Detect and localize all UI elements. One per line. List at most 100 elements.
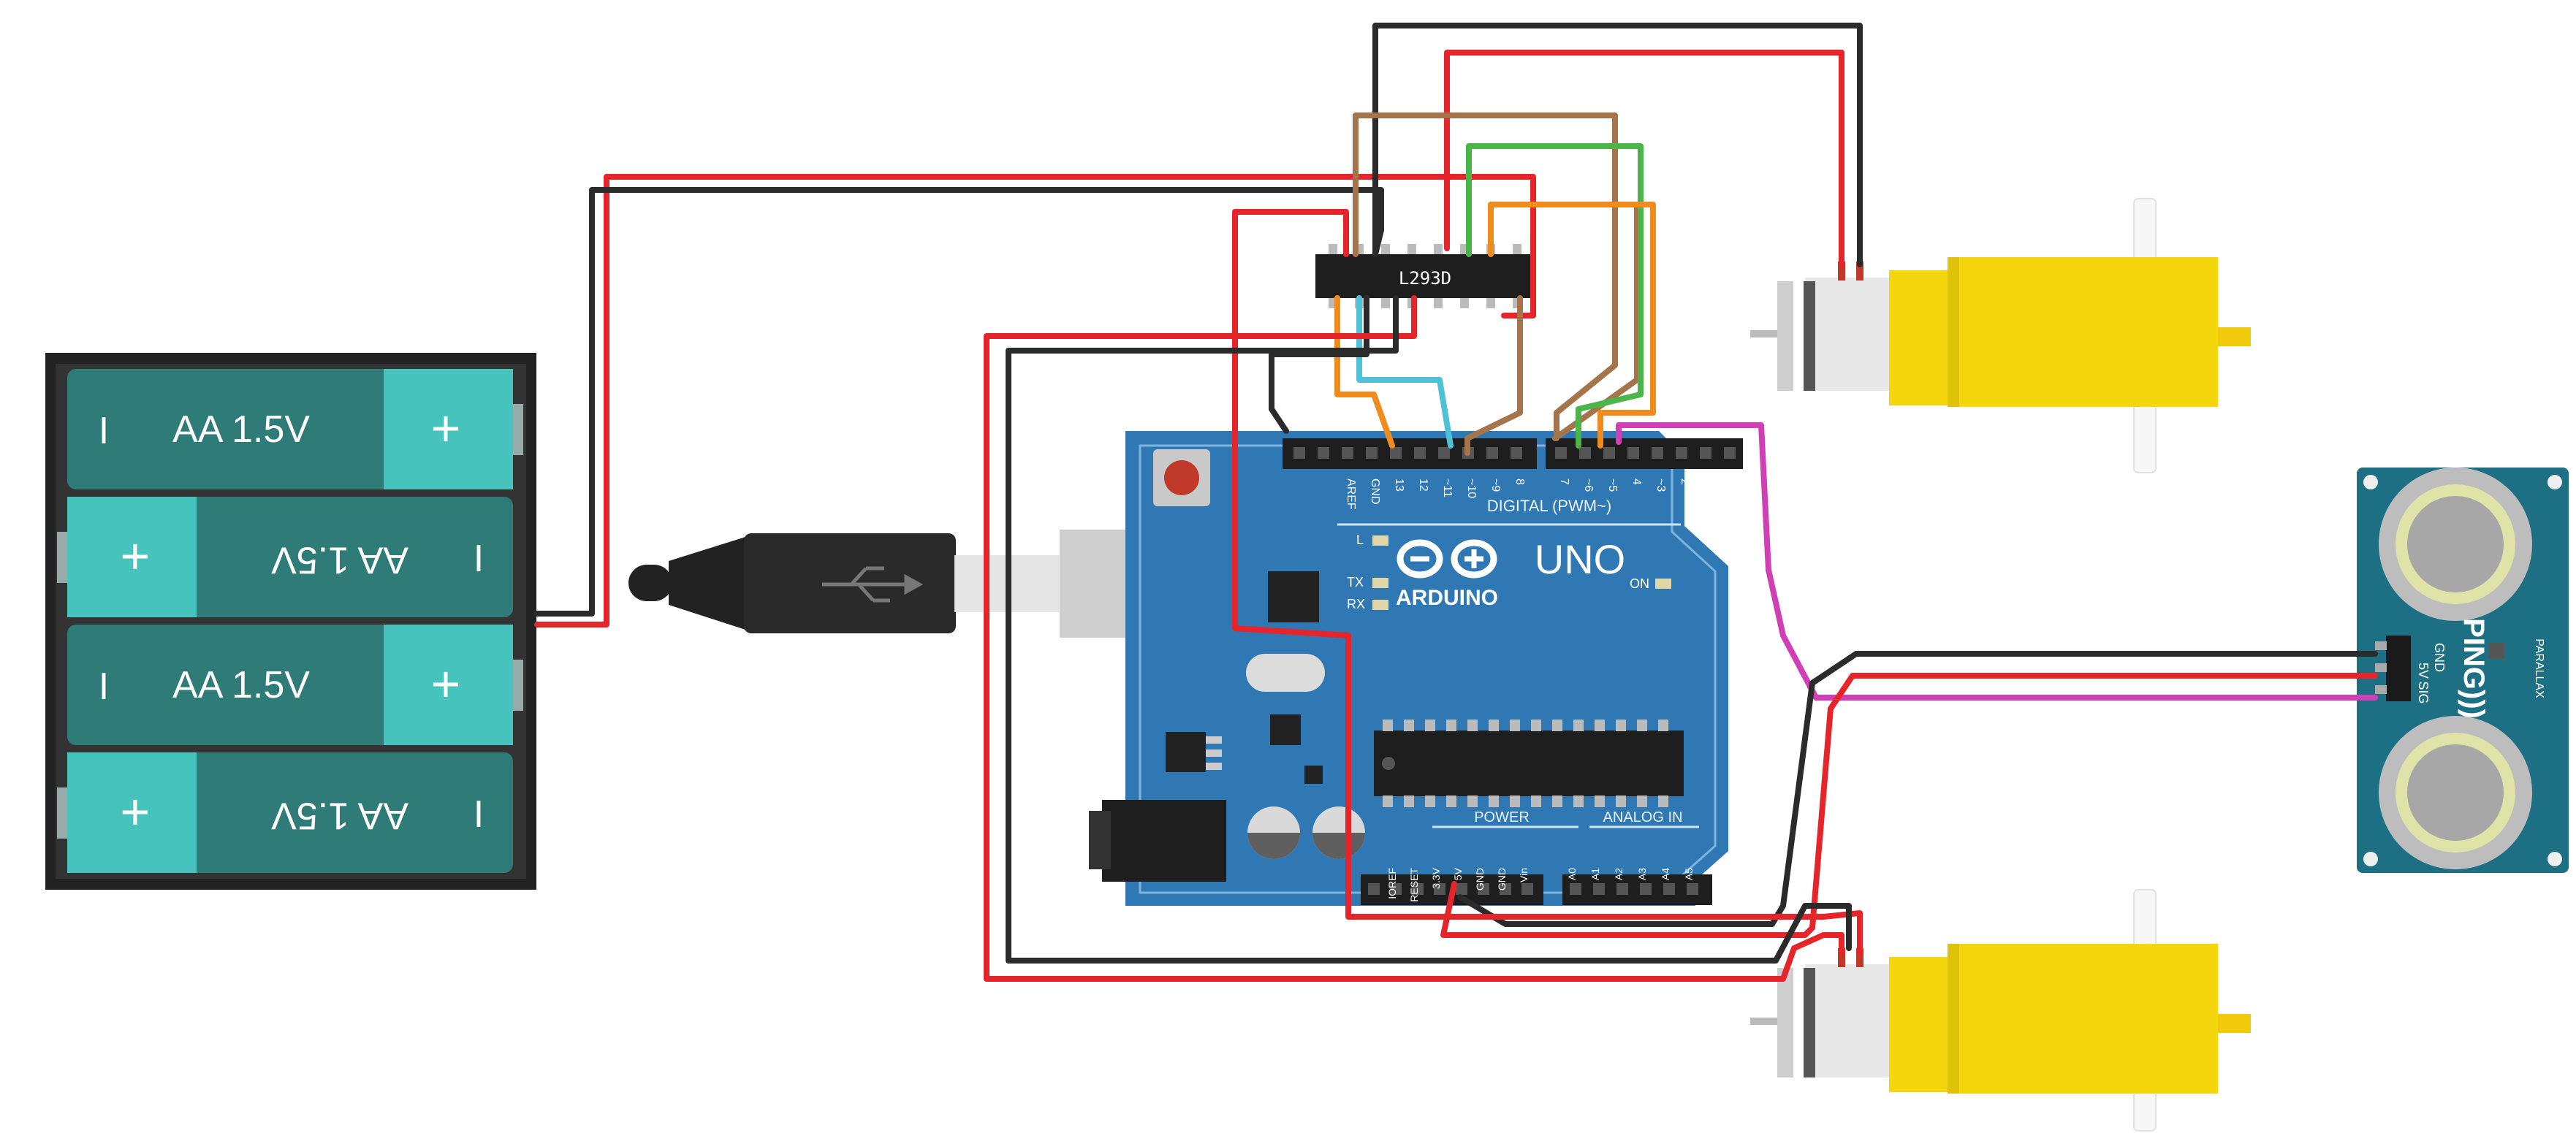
pin-label: RX 0 <box>1727 478 1739 505</box>
pin-hole <box>1486 447 1498 459</box>
wire-battery-red <box>534 174 1536 627</box>
pin-label: 13 <box>1393 478 1405 492</box>
dc-barrel-jack <box>1102 800 1226 882</box>
minus-icon: I <box>99 410 109 452</box>
gearbox-front <box>1889 957 1958 1092</box>
header-block-right <box>1546 438 1743 469</box>
motor-terminal-red <box>1838 262 1845 281</box>
cell-positive-end <box>67 752 197 873</box>
cell-label: AA 1.5V <box>271 538 409 581</box>
usb-cable-strain-relief <box>628 565 672 601</box>
led-tx <box>1372 578 1388 588</box>
logo-right-loop <box>1451 539 1497 579</box>
motor-terminal-red-2 <box>1856 948 1863 967</box>
pin-label-gnd: GND <box>2432 643 2447 672</box>
analog-header-label: ANALOG IN <box>1603 809 1683 825</box>
pin-label: 8 <box>1513 478 1526 485</box>
pin-label: GND <box>1474 868 1486 890</box>
motor-casing <box>1805 278 1893 391</box>
cell-nub <box>57 532 67 583</box>
led-label-rx: RX <box>1347 597 1365 611</box>
motor-axle <box>1750 330 1779 337</box>
pin-hole <box>1724 447 1736 459</box>
crystal <box>1246 654 1325 692</box>
wires <box>534 23 2378 982</box>
pin-label: RESET <box>1408 868 1420 902</box>
minus-icon: I <box>99 665 109 708</box>
wire-brown-1 <box>1353 112 1618 441</box>
sensor-brand: PARALLAX <box>2533 638 2545 698</box>
cell-label: AA 1.5V <box>172 408 310 451</box>
pin-label: IOREF <box>1386 868 1398 899</box>
minus-icon: I <box>474 793 484 836</box>
dc-motor-bottom <box>1750 889 2251 1132</box>
gearbox-front <box>1889 270 1958 405</box>
motor-terminal-red <box>1838 948 1845 967</box>
arduino-logo: ARDUINO UNO <box>1396 536 1625 610</box>
battery-cell-3: AA 1.5V + I <box>67 625 523 745</box>
pin-label: 12 <box>1417 478 1429 492</box>
cell-label: AA 1.5V <box>172 664 310 706</box>
arduino-model: UNO <box>1535 536 1625 582</box>
pin-label: A3 <box>1636 868 1648 880</box>
pin-hole <box>1293 447 1305 459</box>
pin-hole <box>1652 447 1663 459</box>
pin-label: ~3 <box>1654 478 1667 492</box>
wire-brown-4 <box>1528 202 1640 441</box>
led-label-tx: TX <box>1347 575 1364 590</box>
wire-cyan <box>1356 295 1454 449</box>
plus-icon: + <box>121 783 151 840</box>
pin-hole <box>1603 447 1615 459</box>
battery-pack: AA 1.5V + I AA 1.5V + I AA 1.5V + I AA <box>45 353 536 890</box>
small-chip <box>1270 714 1301 745</box>
battery-cell-2: AA 1.5V + I <box>57 497 513 617</box>
logo-left-loop <box>1397 539 1443 579</box>
pin-label: 5V <box>1452 867 1464 880</box>
pin-label: ~9 <box>1489 478 1502 492</box>
ultrasonic-sensor: GND 5V SIG PING))) PARALLAX <box>2357 468 2569 873</box>
plus-icon: + <box>431 655 461 712</box>
usb-chip <box>1268 571 1319 622</box>
pin-label: ~5 <box>1606 478 1619 492</box>
reset-button-cap <box>1164 460 1199 495</box>
wire-green <box>1466 143 1644 449</box>
plus-icon: + <box>431 400 461 457</box>
pin-label: Vin <box>1518 868 1530 882</box>
wire-sensor-black <box>1457 651 2378 927</box>
cell-nub <box>513 660 523 711</box>
pin-label-sig: SIG <box>2416 681 2431 703</box>
pin-label: GND <box>1369 478 1381 505</box>
pin-hole <box>1579 447 1591 459</box>
gearbox-tab <box>2218 1014 2251 1033</box>
cell-positive-end <box>67 497 197 617</box>
pin-label: TX 1 <box>1703 478 1715 503</box>
pin-hole <box>1555 447 1567 459</box>
pin-label: 7 <box>1558 478 1570 485</box>
voltage-regulator <box>1166 732 1206 772</box>
atmega-chip <box>1374 720 1684 807</box>
pin-hole <box>1438 447 1450 459</box>
gearbox-tab <box>2218 327 2251 346</box>
led-label-l: L <box>1356 533 1364 547</box>
pin-hole <box>1414 447 1426 459</box>
pin-hole <box>1390 447 1402 459</box>
usb-icon <box>822 566 924 603</box>
wire-motor-top-red <box>1444 50 1844 267</box>
wire-orange-1 <box>1488 202 1656 449</box>
sensor-header <box>2386 636 2411 701</box>
motor-casing <box>1805 964 1893 1077</box>
cell-positive-end <box>384 625 513 745</box>
transducer-top <box>2379 468 2532 621</box>
pin-label: A0 <box>1566 868 1578 880</box>
pin-hole <box>1342 447 1353 459</box>
small-component <box>1304 766 1323 784</box>
ic-body <box>1315 254 1535 298</box>
pin-label: ~10 <box>1465 478 1478 498</box>
led-on <box>1655 579 1671 589</box>
pin-label: A5 <box>1683 868 1695 880</box>
pin-label: A4 <box>1660 868 1671 880</box>
pin-hole <box>1511 447 1522 459</box>
